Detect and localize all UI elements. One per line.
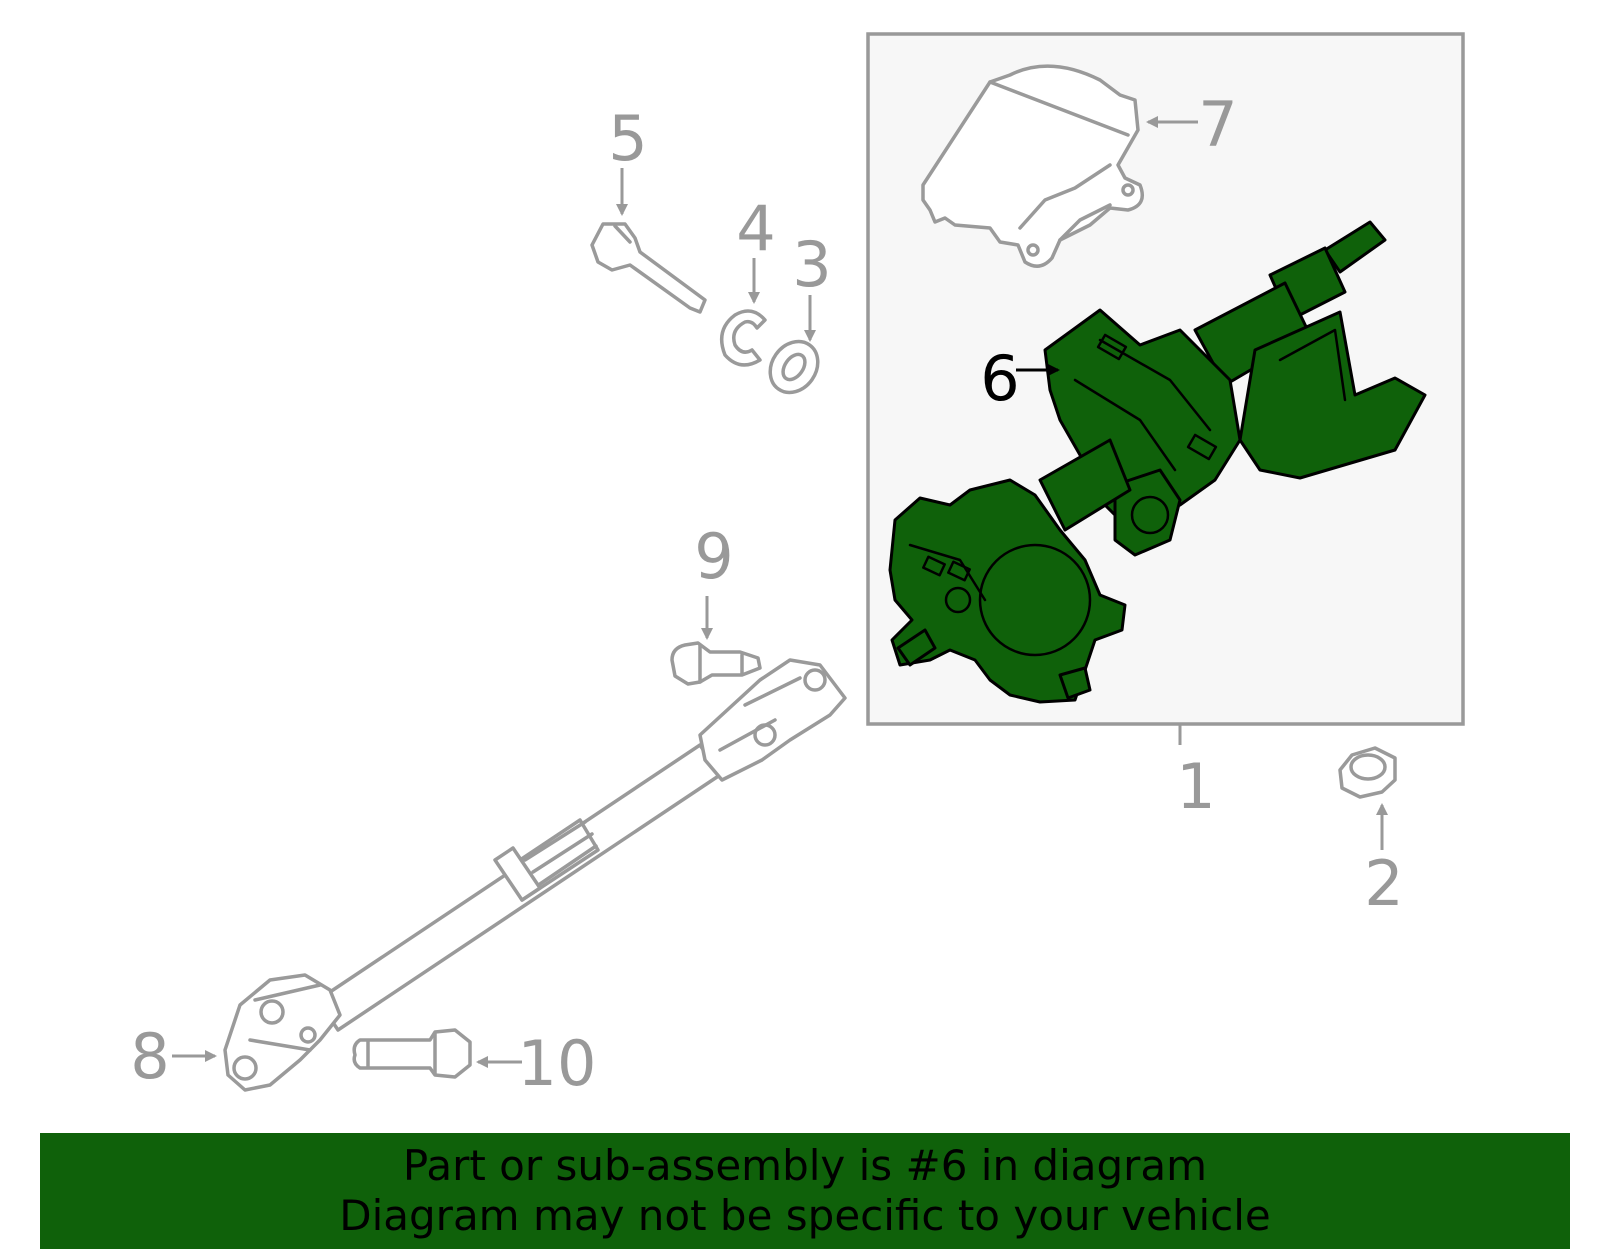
callout-5: 5 <box>608 102 647 175</box>
callout-2: 2 <box>1364 847 1403 920</box>
nut-part-2[interactable] <box>1338 746 1397 799</box>
callout-7: 7 <box>1198 88 1237 161</box>
bolt-part-9[interactable] <box>670 641 762 686</box>
washer-part-3[interactable] <box>760 332 827 401</box>
callout-10: 10 <box>518 1027 597 1100</box>
callout-8: 8 <box>130 1020 169 1093</box>
clip-part-4[interactable] <box>719 309 767 367</box>
callout-9: 9 <box>694 520 733 593</box>
callout-6: 6 <box>980 342 1019 415</box>
banner-line-1: Part or sub-assembly is #6 in diagram <box>402 1141 1208 1190</box>
callout-4: 4 <box>736 192 775 265</box>
callout-1: 1 <box>1176 750 1215 823</box>
bolt-part-10[interactable] <box>352 1028 472 1079</box>
cover-part-7[interactable] <box>921 64 1144 268</box>
steering-column-part-6[interactable] <box>888 220 1427 704</box>
callout-3: 3 <box>792 228 831 301</box>
bolt-part-5[interactable] <box>590 222 707 314</box>
banner-line-2: Diagram may not be specific to your vehi… <box>339 1191 1271 1240</box>
info-banner: Part or sub-assembly is #6 in diagram Di… <box>40 1133 1570 1249</box>
intermediate-shaft-part-8[interactable] <box>223 658 847 1092</box>
